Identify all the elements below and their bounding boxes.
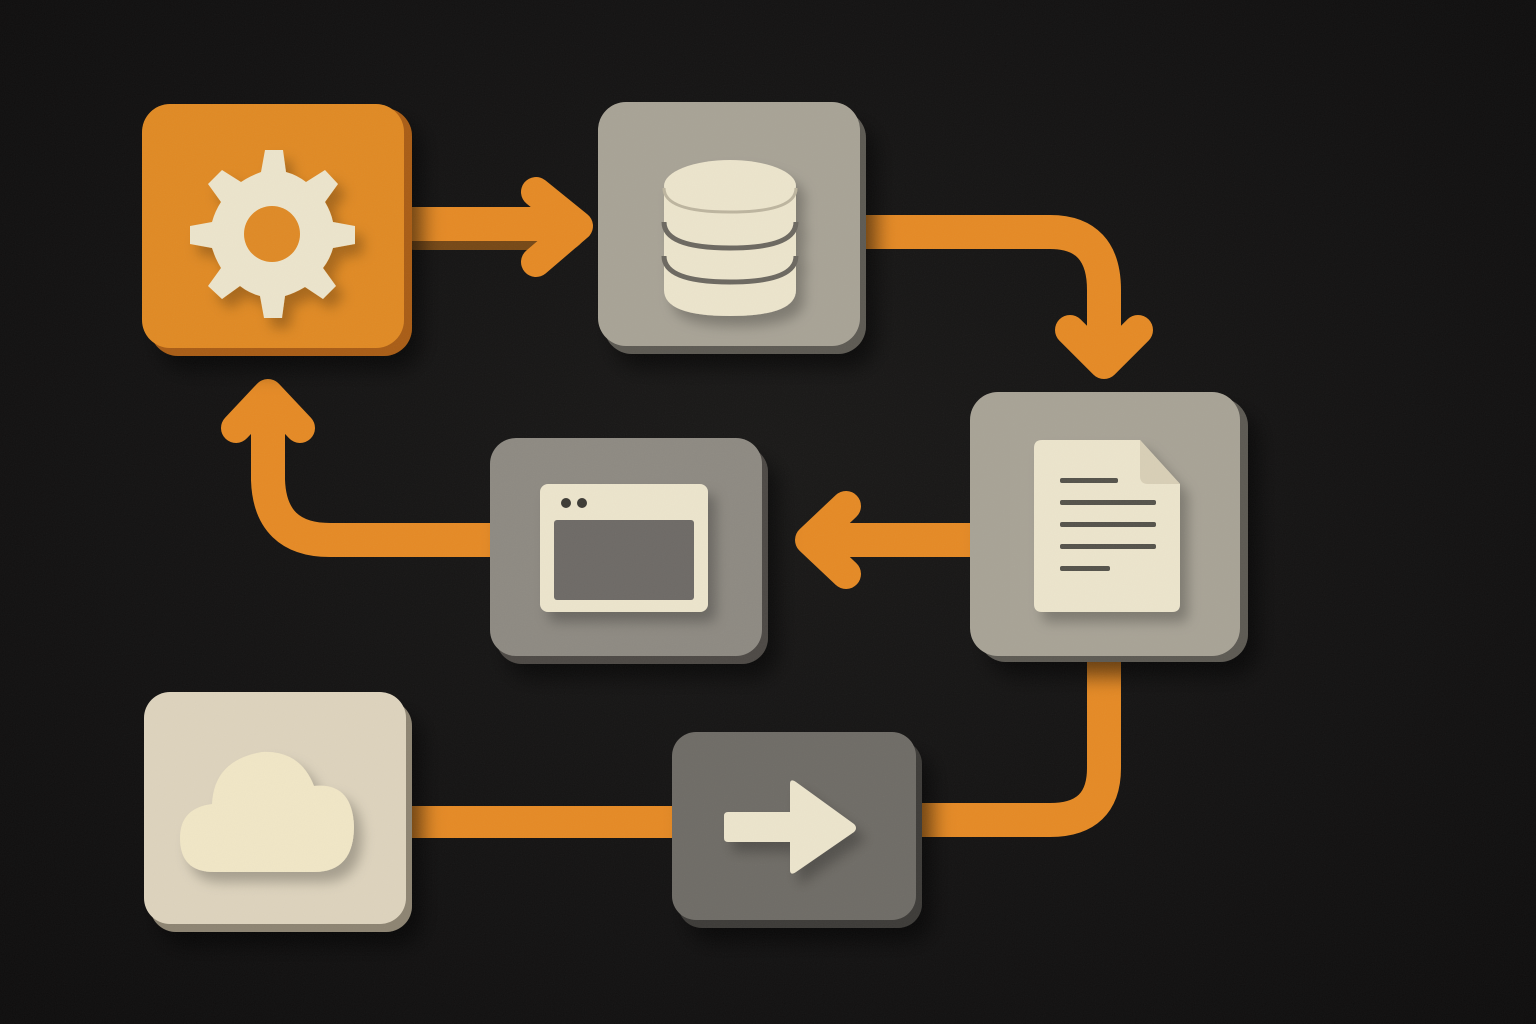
node-cloud[interactable] <box>144 692 412 932</box>
node-forward[interactable] <box>672 732 922 928</box>
document-icon <box>1034 440 1180 612</box>
browser-window-icon <box>540 484 708 612</box>
node-window[interactable] <box>490 438 768 664</box>
node-settings[interactable] <box>142 104 412 356</box>
connector-window-to-settings <box>221 379 509 557</box>
database-icon <box>661 160 799 316</box>
node-database[interactable] <box>598 102 866 354</box>
connector-settings-to-database <box>395 177 593 277</box>
node-document[interactable] <box>970 392 1248 662</box>
connector-database-to-document <box>849 215 1153 379</box>
connector-document-to-window <box>795 491 987 589</box>
connector-forward-to-document <box>901 643 1121 837</box>
